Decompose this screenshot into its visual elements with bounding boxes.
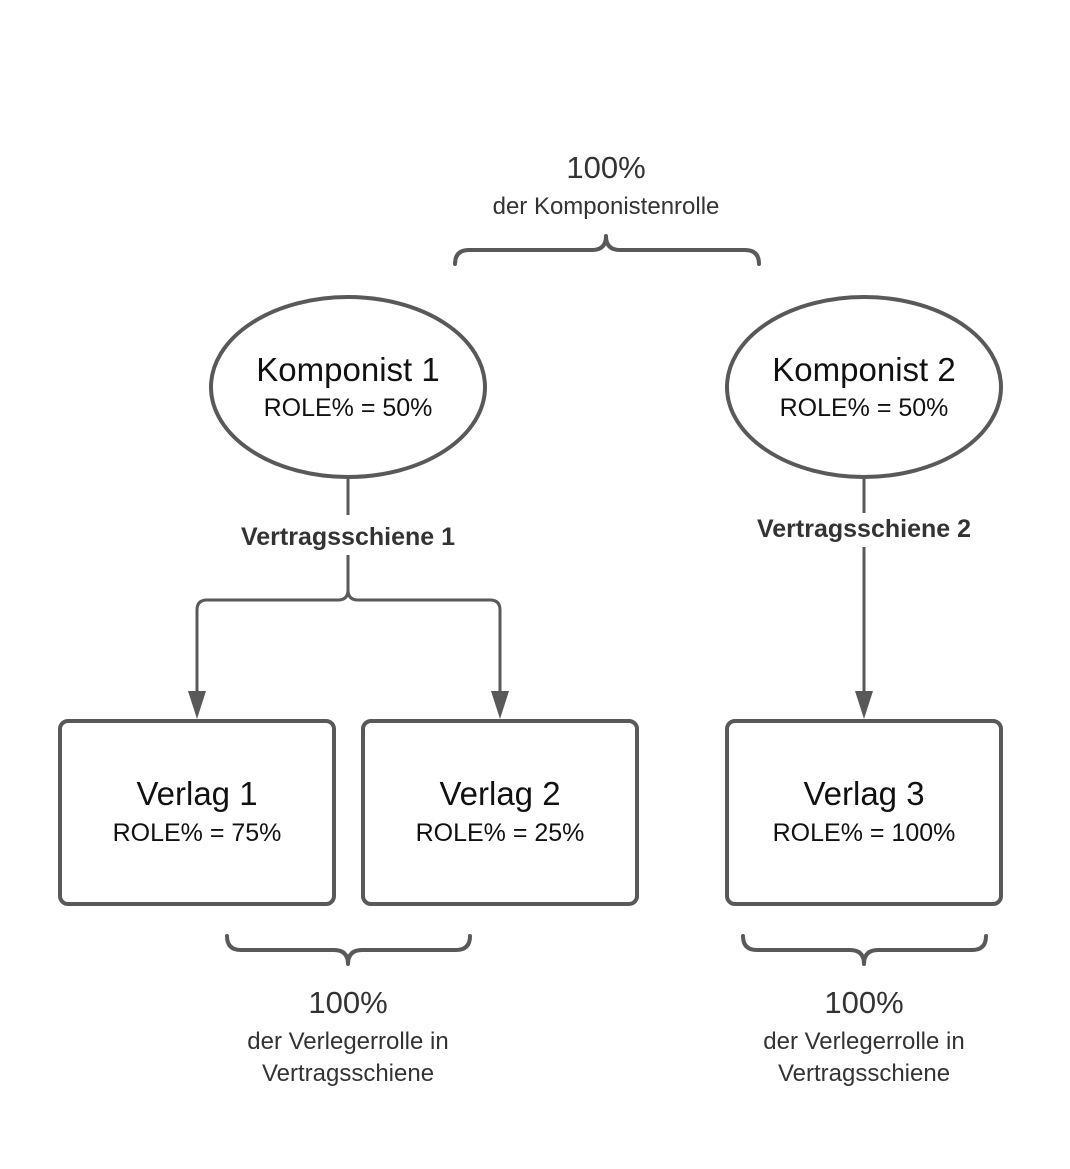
- publisher-3-box: [725, 719, 1003, 906]
- composer-2-node[interactable]: Komponist 2 ROLE% = 50%: [725, 295, 1003, 479]
- top-annotation-label: der Komponistenrolle: [493, 193, 720, 220]
- publisher-1-role: ROLE% = 75%: [113, 819, 282, 847]
- publisher-1-box: [58, 719, 336, 906]
- composer-1-role: ROLE% = 50%: [264, 394, 433, 422]
- top-annotation: 100% der Komponistenrolle: [453, 150, 761, 266]
- bottom-annotation-1-line2: Vertragsschiene: [262, 1060, 434, 1087]
- composer-2-role: ROLE% = 50%: [780, 394, 949, 422]
- bottom-annotation-1: 100% der Verlegerrolle in Vertragsschien…: [225, 934, 472, 1087]
- bottom-annotation-2: 100% der Verlegerrolle in Vertragsschien…: [741, 934, 988, 1087]
- bottom-annotation-1-percent: 100%: [308, 985, 387, 1020]
- publisher-3-node[interactable]: Verlag 3 ROLE% = 100%: [725, 719, 1003, 906]
- contract-line-1-label: Vertragsschiene 1: [241, 523, 455, 551]
- bottom-brace-1: [225, 934, 472, 966]
- connector-branch-right: [346, 589, 502, 693]
- composer-1-title: Komponist 1: [256, 351, 439, 388]
- bottom-annotation-2-percent: 100%: [824, 985, 903, 1020]
- bottom-annotation-2-line1: der Verlegerrolle in: [763, 1028, 964, 1055]
- composer-2-ellipse: [725, 295, 1003, 479]
- publisher-1-node[interactable]: Verlag 1 ROLE% = 75%: [58, 719, 336, 906]
- bottom-annotation-1-line1: der Verlegerrolle in: [247, 1028, 448, 1055]
- top-brace: [453, 234, 761, 266]
- arrowhead-icon: [855, 691, 873, 719]
- contract-line-2-connector: Vertragsschiene 2: [757, 479, 971, 719]
- connector-branch-left: [195, 555, 350, 693]
- publisher-3-title: Verlag 3: [803, 775, 924, 812]
- bottom-annotation-2-line2: Vertragsschiene: [778, 1060, 950, 1087]
- composer-2-title: Komponist 2: [772, 351, 955, 388]
- publisher-2-role: ROLE% = 25%: [416, 819, 585, 847]
- composer-1-ellipse: [209, 295, 487, 479]
- publisher-2-node[interactable]: Verlag 2 ROLE% = 25%: [361, 719, 639, 906]
- top-annotation-percent: 100%: [566, 150, 645, 185]
- publisher-2-box: [361, 719, 639, 906]
- composer-1-node[interactable]: Komponist 1 ROLE% = 50%: [209, 295, 487, 479]
- publisher-3-role: ROLE% = 100%: [773, 819, 956, 847]
- publisher-2-title: Verlag 2: [439, 775, 560, 812]
- contract-line-1-connector: Vertragsschiene 1: [188, 479, 509, 719]
- publisher-1-title: Verlag 1: [136, 775, 257, 812]
- arrowhead-icon: [188, 691, 206, 719]
- bottom-brace-2: [741, 934, 988, 966]
- contract-line-2-label: Vertragsschiene 2: [757, 515, 971, 543]
- arrowhead-icon: [491, 691, 509, 719]
